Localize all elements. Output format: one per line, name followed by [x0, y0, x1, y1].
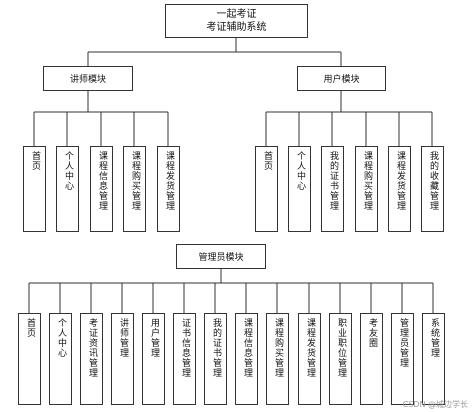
- leaf-label: 课程发货管理: [305, 318, 315, 378]
- leaf-label: 个人中心: [63, 151, 73, 191]
- leaf-label: 讲师管理: [118, 318, 128, 358]
- leaf-label: 职业职位管理: [336, 318, 346, 378]
- admin-leaf-teachers: 讲师管理: [111, 313, 134, 405]
- admin-leaf-home: 首页: [18, 313, 41, 405]
- admin-leaf-my-certificates: 我的证书管理: [204, 313, 227, 405]
- user-leaf-home: 首页: [255, 146, 278, 232]
- user-leaf-course-delivery: 课程发货管理: [388, 146, 411, 232]
- teacher-module-node: 讲师模块: [43, 66, 133, 91]
- leaf-label: 首页: [262, 151, 272, 171]
- leaf-label: 首页: [25, 318, 35, 338]
- leaf-label: 个人中心: [56, 318, 66, 358]
- user-leaf-profile: 个人中心: [288, 146, 311, 232]
- leaf-label: 课程购买管理: [130, 151, 140, 211]
- admin-leaf-users: 用户管理: [142, 313, 165, 405]
- admin-leaf-course-info: 课程信息管理: [235, 313, 258, 405]
- leaf-label: 管理员管理: [398, 318, 408, 368]
- leaf-label: 我的证书管理: [211, 318, 221, 378]
- admin-leaf-forum: 考友圈: [360, 313, 383, 405]
- root-title-line2: 考证辅助系统: [206, 22, 267, 33]
- teacher-leaf-home: 首页: [23, 146, 46, 232]
- user-leaf-favorites: 我的收藏管理: [421, 146, 444, 232]
- root-node: 一起考证 考证辅助系统: [165, 4, 308, 38]
- admin-leaf-job-positions: 职业职位管理: [329, 313, 352, 405]
- user-module-label: 用户模块: [323, 75, 360, 85]
- admin-leaf-course-delivery: 课程发货管理: [298, 313, 321, 405]
- leaf-label: 系统管理: [429, 318, 439, 358]
- root-title-line1: 一起考证: [216, 9, 257, 20]
- admin-leaf-profile: 个人中心: [49, 313, 72, 405]
- teacher-leaf-course-delivery: 课程发货管理: [157, 146, 180, 232]
- user-leaf-course-purchase: 课程购买管理: [355, 146, 378, 232]
- admin-module-node: 管理员模块: [176, 244, 266, 269]
- teacher-leaf-profile: 个人中心: [56, 146, 79, 232]
- leaf-label: 我的收藏管理: [428, 151, 438, 211]
- watermark: CSDN @城边学长: [402, 400, 468, 409]
- user-leaf-my-certificates: 我的证书管理: [321, 146, 344, 232]
- admin-leaf-administrators: 管理员管理: [391, 313, 414, 405]
- admin-leaf-news: 考证资讯管理: [80, 313, 103, 405]
- teacher-module-label: 讲师模块: [69, 75, 106, 85]
- leaf-label: 考证资讯管理: [87, 318, 97, 378]
- leaf-label: 证书信息管理: [180, 318, 190, 378]
- admin-leaf-course-purchase: 课程购买管理: [266, 313, 289, 405]
- leaf-label: 用户管理: [149, 318, 159, 358]
- leaf-label: 我的证书管理: [328, 151, 338, 211]
- leaf-label: 课程购买管理: [362, 151, 372, 211]
- leaf-label: 首页: [30, 151, 40, 171]
- leaf-label: 课程发货管理: [164, 151, 174, 211]
- admin-leaf-system: 系统管理: [422, 313, 445, 405]
- leaf-label: 课程信息管理: [242, 318, 252, 378]
- admin-module-label: 管理员模块: [198, 253, 244, 263]
- leaf-label: 课程发货管理: [395, 151, 405, 211]
- leaf-label: 课程信息管理: [97, 151, 107, 211]
- admin-leaf-certificate-info: 证书信息管理: [173, 313, 196, 405]
- leaf-label: 考友圈: [367, 318, 377, 348]
- teacher-leaf-course-purchase: 课程购买管理: [123, 146, 146, 232]
- leaf-label: 个人中心: [295, 151, 305, 191]
- leaf-label: 课程购买管理: [273, 318, 283, 378]
- user-module-node: 用户模块: [297, 66, 386, 91]
- teacher-leaf-course-info: 课程信息管理: [90, 146, 113, 232]
